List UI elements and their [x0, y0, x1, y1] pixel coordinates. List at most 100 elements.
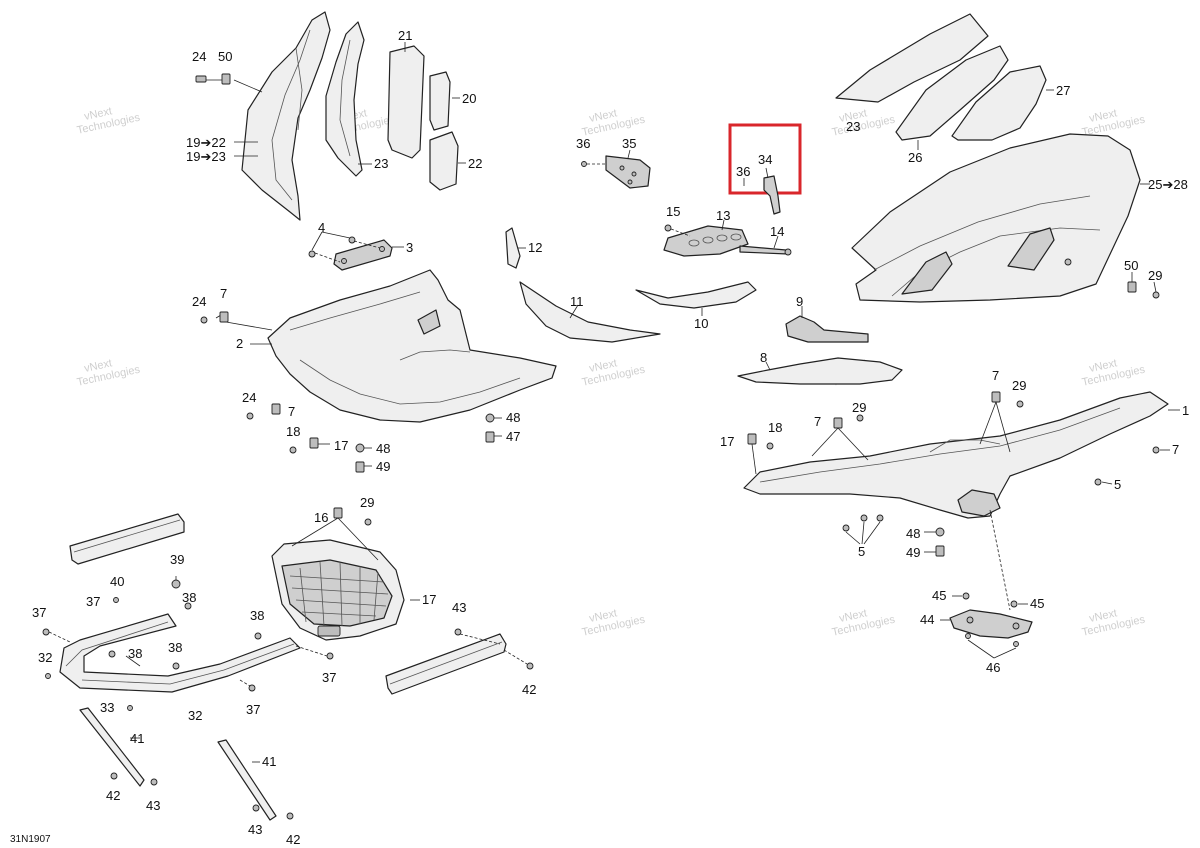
bracket-rail-upper[interactable]: [69, 513, 185, 565]
screw-29b[interactable]: [1016, 400, 1024, 408]
screw-18b[interactable]: [766, 442, 774, 450]
screw-24c[interactable]: [246, 412, 254, 420]
screw-5c[interactable]: [860, 514, 868, 522]
clip-50[interactable]: [221, 73, 231, 85]
screw-29a[interactable]: [1152, 291, 1160, 299]
panel-28[interactable]: [835, 13, 989, 103]
screw-46a[interactable]: [965, 633, 971, 639]
callout-41-a: 41: [130, 731, 144, 746]
screw-15[interactable]: [664, 224, 672, 232]
screw-37c[interactable]: [248, 684, 256, 692]
nut-45a[interactable]: [962, 592, 970, 600]
bracket-41b[interactable]: [217, 739, 277, 821]
screw-37a[interactable]: [42, 628, 50, 636]
clip-16[interactable]: [333, 507, 343, 519]
screw-40[interactable]: [113, 597, 119, 603]
nut-45b[interactable]: [1010, 600, 1018, 608]
nut-39[interactable]: [171, 579, 181, 589]
panel-27[interactable]: [951, 65, 1047, 141]
body-panel-1-pocket: [957, 489, 1001, 517]
screw-4a[interactable]: [308, 250, 316, 258]
nut-43b[interactable]: [252, 804, 260, 812]
trim-10[interactable]: [635, 281, 757, 309]
nut-43a[interactable]: [150, 778, 158, 786]
bolt-49b[interactable]: [935, 545, 945, 557]
side-panel-25[interactable]: [851, 133, 1141, 303]
grille-group: [271, 507, 420, 641]
nut-38c[interactable]: [254, 632, 262, 640]
side-panel-23[interactable]: [325, 21, 365, 177]
nut-38b[interactable]: [108, 650, 116, 658]
panel-21[interactable]: [387, 45, 425, 159]
callout-46: 46: [986, 660, 1000, 675]
clip-50b[interactable]: [1127, 281, 1137, 293]
plate-3[interactable]: [333, 239, 393, 271]
vent-25a: [901, 251, 953, 295]
callout-22: 22: [468, 156, 482, 171]
bolt-14[interactable]: [739, 245, 789, 255]
clip-17b[interactable]: [747, 433, 757, 445]
screw-42a[interactable]: [110, 772, 118, 780]
nut-43c[interactable]: [454, 628, 462, 636]
bracket-43[interactable]: [385, 633, 507, 695]
screw-29d[interactable]: [364, 518, 372, 526]
screw-5b[interactable]: [842, 524, 850, 532]
screw-46b[interactable]: [1013, 641, 1019, 647]
bolt-49a[interactable]: [355, 461, 365, 473]
bumper-group: [42, 513, 534, 821]
lower-panel-2[interactable]: [267, 269, 557, 423]
bolt-47[interactable]: [485, 431, 495, 443]
clip-7c[interactable]: [991, 391, 1001, 403]
screw-29c[interactable]: [856, 414, 864, 422]
screw-24b[interactable]: [200, 316, 208, 324]
screw-7e[interactable]: [1152, 446, 1160, 454]
bracket-9[interactable]: [785, 315, 869, 343]
body-panel-1[interactable]: [743, 391, 1169, 519]
screw-24[interactable]: [195, 75, 207, 83]
clip-7b[interactable]: [271, 403, 281, 415]
callout-17-a: 17: [334, 438, 348, 453]
screw-42c[interactable]: [526, 662, 534, 670]
callout-50-a: 50: [218, 49, 232, 64]
screw-4b[interactable]: [348, 236, 356, 244]
callout-19-22: 19➔22: [186, 135, 226, 150]
callout-24-c: 24: [242, 390, 256, 405]
screw-42b[interactable]: [286, 812, 294, 820]
screw-18a[interactable]: [289, 446, 297, 454]
nut-38a[interactable]: [184, 602, 192, 610]
callout-37-b: 37: [86, 594, 100, 609]
bracket-35[interactable]: [605, 155, 651, 189]
washer-48b[interactable]: [355, 443, 365, 453]
bracket-13[interactable]: [663, 225, 749, 257]
bracket-8-9-group: [737, 306, 903, 385]
svg-text:vNext: vNext: [588, 357, 618, 375]
clip-7d[interactable]: [833, 417, 843, 429]
panel-26[interactable]: [895, 45, 1009, 141]
top-right-panels: [835, 13, 1054, 150]
panel-22[interactable]: [429, 131, 459, 191]
screw-36a[interactable]: [581, 161, 587, 167]
side-panel-19[interactable]: [241, 11, 331, 221]
bracket-8[interactable]: [737, 357, 903, 385]
washer-48a[interactable]: [485, 413, 495, 423]
screw-5d[interactable]: [876, 514, 884, 522]
bracket-12[interactable]: [505, 227, 521, 269]
clip-34[interactable]: [763, 175, 781, 215]
trim-11[interactable]: [519, 281, 661, 343]
screw-32a[interactable]: [45, 673, 51, 679]
nut-38d[interactable]: [172, 662, 180, 670]
callout-45-a: 45: [932, 588, 946, 603]
clip-7a[interactable]: [219, 311, 229, 323]
screw-37b[interactable]: [326, 652, 334, 660]
screw-5a[interactable]: [1094, 478, 1102, 486]
panel-20[interactable]: [429, 71, 451, 131]
callout-7-e: 7: [1172, 442, 1179, 457]
clip-17a[interactable]: [309, 437, 319, 449]
washer-48c[interactable]: [935, 527, 945, 537]
screw-33[interactable]: [127, 705, 133, 711]
plate-44[interactable]: [949, 609, 1033, 639]
bumper-32[interactable]: [59, 613, 301, 693]
callouts: 1 2 3 4 5 5 7 7 7 7 7 8 9 10 11 12 13 14…: [32, 28, 1189, 847]
bracket-41a[interactable]: [79, 707, 145, 787]
